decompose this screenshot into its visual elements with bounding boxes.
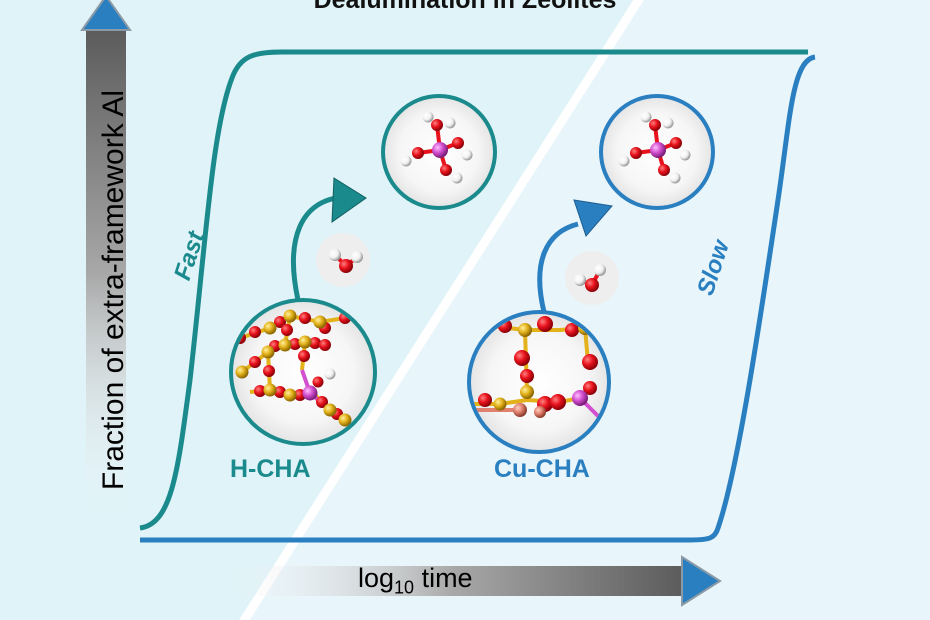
zeolite-framework-icon: [229, 298, 377, 446]
y-axis-label: Fraction of extra-framework Al: [97, 89, 130, 491]
x-axis-label-main: log: [358, 563, 395, 593]
slow-dealumination-curve: [140, 54, 816, 543]
page-title: Dealumination in Zeolites: [313, 0, 617, 14]
cu-cha-label: Cu-CHA: [494, 455, 590, 483]
zeolite-framework-icon: [467, 310, 611, 454]
water-molecule-icon: [316, 233, 370, 287]
x-axis-label: log10 time: [358, 563, 473, 598]
x-axis-label-tail: time: [414, 563, 473, 593]
fast-dealumination-curve: [139, 49, 808, 531]
y-axis-arrow-icon: [80, 0, 132, 31]
h-cha-arrow-stem: [290, 194, 345, 301]
y-axis-bar: [86, 25, 126, 523]
h-cha-arrow-head-icon: [331, 177, 367, 223]
water-molecule-icon: [565, 251, 619, 305]
extra-framework-al-molecule-icon: [381, 94, 497, 210]
extra-framework-al-molecule-icon: [599, 94, 715, 210]
diagonal-divider: [239, 0, 644, 620]
x-axis-label-subscript: 10: [394, 577, 415, 598]
x-axis-bar: [218, 566, 688, 596]
x-axis-arrow-icon: [681, 555, 722, 607]
cu-cha-arrow-head-icon: [573, 199, 613, 237]
cu-cha-arrow-stem: [537, 221, 579, 313]
h-cha-label: H-CHA: [230, 455, 311, 483]
